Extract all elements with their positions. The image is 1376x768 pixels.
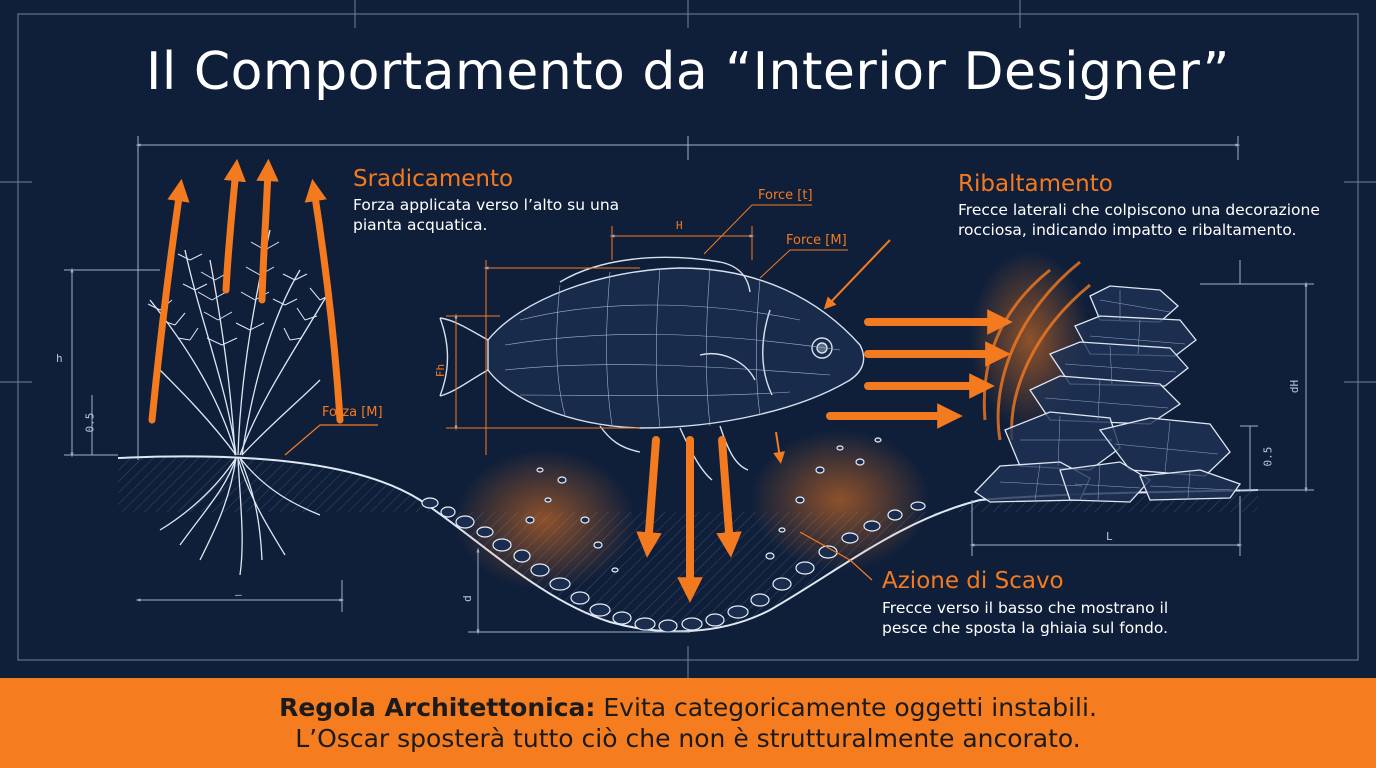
top-dimension-line xyxy=(135,136,1241,460)
uproot-force-arrows xyxy=(148,158,344,424)
impact-streaks xyxy=(982,260,1091,441)
rock-small-dim-label: 0.5 xyxy=(1261,446,1275,467)
dig-description-line2: pesce che sposta la ghiaia sul fondo. xyxy=(882,619,1169,637)
plant-dimensions xyxy=(64,267,345,612)
diagram-drawing xyxy=(0,0,1376,678)
dig-heading: Azione di Scavo xyxy=(882,568,1064,594)
plant-width-dim-label: — xyxy=(235,588,242,601)
gravel-pebbles xyxy=(421,437,926,633)
topple-force-arrows xyxy=(826,309,1013,429)
uproot-heading: Sradicamento xyxy=(353,166,514,192)
dig-glow-left xyxy=(455,450,635,590)
rule-text1: Evita categoricamente oggetti instabili. xyxy=(595,693,1097,722)
rock-stack xyxy=(973,285,1242,503)
plant-force-leader xyxy=(284,424,378,456)
dig-description-line1: Frecce verso il basso che mostrano il xyxy=(882,599,1169,617)
plant-small-dim-label: 0.5 xyxy=(83,412,97,433)
dig-force-arrows xyxy=(636,436,742,603)
dig-leader xyxy=(799,531,873,581)
blueprint-diagram: Il Comportamento da “Interior Designer” … xyxy=(0,0,1376,678)
topple-heading: Ribaltamento xyxy=(958,171,1113,197)
rock-length-dim-label: L xyxy=(1106,530,1113,543)
fish-dimensions xyxy=(446,204,848,455)
page-title: Il Comportamento da “Interior Designer” xyxy=(146,42,1230,102)
uproot-description-line2: pianta acquatica. xyxy=(353,216,488,234)
plant-force-label: Forza [M] xyxy=(322,405,383,420)
topple-description-line2: rocciosa, indicando impatto e ribaltamen… xyxy=(958,221,1297,239)
oscar-fish xyxy=(439,256,865,481)
aquatic-plant xyxy=(147,229,333,576)
rock-dimensions xyxy=(969,260,1314,556)
rock-mesh xyxy=(999,290,1233,501)
uproot-description-line1: Forza applicata verso l’alto su una xyxy=(353,196,620,214)
topple-description-line1: Frecce laterali che colpiscono una decor… xyxy=(958,201,1320,219)
fish-force-t-label: Force [t] xyxy=(758,188,813,203)
rule-banner: Regola Architettonica: Evita categoricam… xyxy=(0,678,1376,768)
rock-height-dim-label: dH xyxy=(1288,379,1302,394)
pit-dimension xyxy=(468,547,690,635)
rule-line1: Regola Architettonica: Evita categoricam… xyxy=(0,692,1376,723)
rule-line2: L’Oscar sposterà tutto ciò che non è str… xyxy=(295,724,1081,753)
rule-label: Regola Architettonica: xyxy=(279,693,596,722)
blueprint-frame xyxy=(0,0,1376,678)
fish-force-m-label: Force [M] xyxy=(786,233,847,248)
fish-height-dim-label: Fh xyxy=(434,363,448,378)
fish-length-dim-label: H xyxy=(676,219,683,232)
dig-glow-right xyxy=(750,430,930,570)
pit-depth-dim-label: d xyxy=(460,595,474,602)
plant-height-dim-label: h xyxy=(56,352,63,365)
